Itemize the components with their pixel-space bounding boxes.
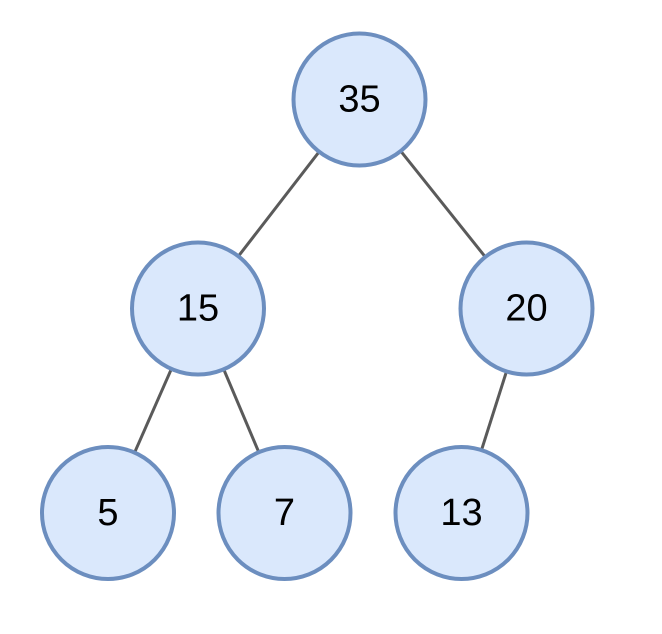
tree-node-circle-5: [40, 445, 176, 581]
tree-node-circle-35: [291, 31, 428, 168]
tree-node-5: 5: [40, 445, 176, 581]
tree-node-circle-7: [216, 445, 353, 581]
tree-node-label-35: 35: [338, 79, 380, 121]
tree-node-circle-15: [130, 240, 266, 377]
tree-node-label-13: 13: [440, 492, 482, 534]
tree-node-7: 7: [216, 445, 353, 581]
tree-node-13: 13: [393, 445, 530, 581]
tree-node-circle-20: [458, 240, 595, 377]
tree-node-label-15: 15: [177, 288, 219, 330]
tree-node-circle-13: [393, 445, 530, 581]
tree-node-20: 20: [458, 240, 595, 377]
tree-nodes-layer: 35 15 20 5 7 13: [40, 31, 595, 581]
tree-node-35: 35: [291, 31, 428, 168]
tree-node-15: 15: [130, 240, 266, 377]
tree-node-label-7: 7: [274, 492, 295, 534]
tree-node-label-20: 20: [505, 288, 547, 330]
tree-node-label-5: 5: [97, 492, 118, 534]
